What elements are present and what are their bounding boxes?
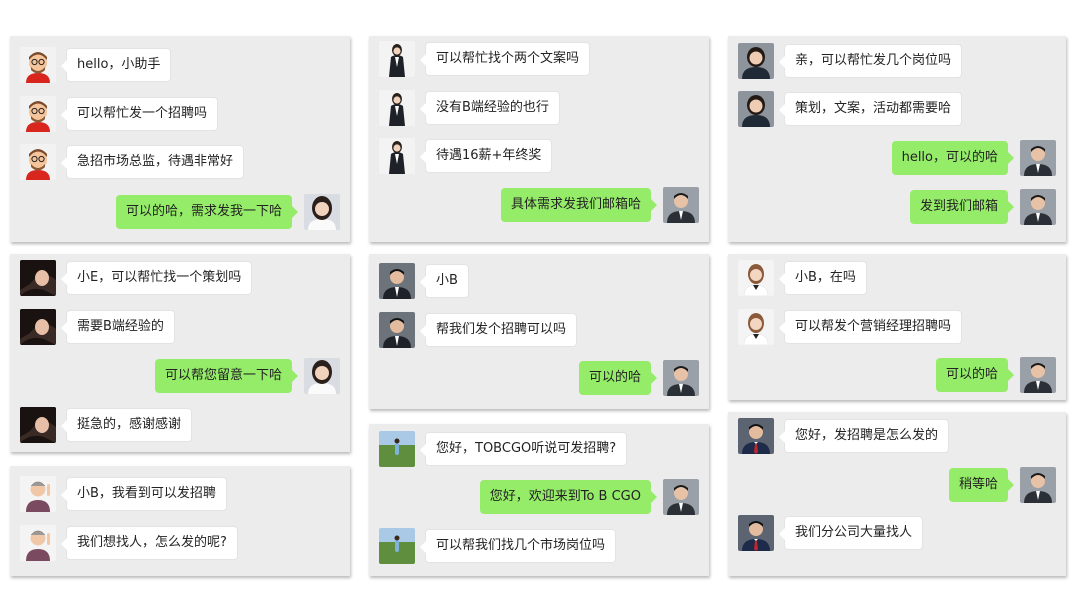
message-bubble[interactable]: 策划，文案，活动都需要哈 bbox=[778, 92, 963, 126]
message-row: 可以帮您留意一下哈 bbox=[10, 356, 350, 396]
message-row: 稍等哈 bbox=[728, 465, 1066, 505]
message-row: 策划，文案，活动都需要哈 bbox=[728, 89, 1066, 129]
man-suit-avatar bbox=[1020, 189, 1056, 225]
message-row: 小B，我看到可以发招聘 bbox=[10, 474, 350, 514]
message-row: 可以帮发个营销经理招聘吗 bbox=[728, 307, 1066, 347]
message-row: 可以的哈 bbox=[369, 358, 709, 398]
message-row: 小E，可以帮忙找一个策划吗 bbox=[10, 258, 350, 298]
message-row: 小B，在吗 bbox=[728, 258, 1066, 298]
message-bubble[interactable]: 稍等哈 bbox=[948, 468, 1015, 502]
message-bubble[interactable]: 可以帮忙找个两个文案吗 bbox=[419, 42, 591, 76]
message-row: 急招市场总监，待遇非常好 bbox=[10, 142, 350, 182]
man-red-tie-avatar bbox=[738, 418, 774, 454]
message-bubble[interactable]: 发到我们邮箱 bbox=[909, 190, 1015, 224]
message-row: 可以帮忙找个两个文案吗 bbox=[369, 39, 709, 79]
woman-suit-avatar bbox=[379, 41, 415, 77]
message-bubble[interactable]: 您好，发招聘是怎么发的 bbox=[778, 419, 950, 453]
message-bubble[interactable]: 没有B端经验的也行 bbox=[420, 91, 560, 125]
message-row: 亲，可以帮忙发几个岗位吗 bbox=[728, 41, 1066, 81]
man-suit-avatar bbox=[663, 479, 699, 515]
chat-panel-9: 您好，发招聘是怎么发的 稍等哈 我们分公司大量找人 bbox=[728, 412, 1066, 576]
message-bubble[interactable]: 亲，可以帮忙发几个岗位吗 bbox=[778, 44, 963, 78]
message-row: 您好，欢迎来到To B CGO bbox=[369, 477, 709, 517]
message-row: hello，可以的哈 bbox=[728, 138, 1066, 178]
message-row: 我们想找人，怎么发的呢? bbox=[10, 523, 350, 563]
message-bubble[interactable]: 可以帮忙发一个招聘吗 bbox=[60, 97, 219, 131]
message-bubble[interactable]: 可以的哈，需求发我一下哈 bbox=[115, 195, 299, 229]
message-bubble[interactable]: 可以帮发个营销经理招聘吗 bbox=[778, 310, 963, 344]
man-red-tie-avatar bbox=[738, 515, 774, 551]
man-suit-avatar bbox=[1020, 140, 1056, 176]
chat-panel-3: 亲，可以帮忙发几个岗位吗 策划，文案，活动都需要哈 hello，可以的哈 发到我… bbox=[728, 36, 1066, 242]
message-bubble[interactable]: 小B，我看到可以发招聘 bbox=[61, 477, 227, 511]
woman-white-blouse-avatar bbox=[738, 309, 774, 345]
chat-panel-7: 小B，我看到可以发招聘 我们想找人，怎么发的呢? bbox=[10, 466, 350, 576]
message-bubble[interactable]: 小B bbox=[420, 264, 469, 298]
woman-white-blouse-avatar bbox=[738, 260, 774, 296]
message-bubble[interactable]: 具体需求发我们邮箱哈 bbox=[500, 188, 658, 222]
message-bubble[interactable]: 可以帮我们找几个市场岗位吗 bbox=[419, 529, 617, 563]
message-bubble[interactable]: hello，可以的哈 bbox=[891, 141, 1015, 175]
message-row: 可以的哈，需求发我一下哈 bbox=[10, 192, 350, 232]
message-bubble[interactable]: 帮我们发个招聘可以吗 bbox=[419, 313, 578, 347]
message-row: 可以的哈 bbox=[728, 355, 1066, 395]
man-dark-suit-avatar bbox=[379, 312, 415, 348]
message-row: 发到我们邮箱 bbox=[728, 187, 1066, 227]
message-bubble[interactable]: 可以帮您留意一下哈 bbox=[154, 359, 299, 393]
cartoon-pointing-man-avatar bbox=[20, 476, 56, 512]
cartoon-man-avatar bbox=[20, 144, 56, 180]
woman-dark-suit-avatar bbox=[738, 43, 774, 79]
message-row: 挺急的，感谢感谢 bbox=[10, 405, 350, 445]
message-bubble[interactable]: 待遇16薪+年终奖 bbox=[419, 139, 553, 173]
message-row: 我们分公司大量找人 bbox=[728, 513, 1066, 553]
message-row: 您好，TOBCGO听说可发招聘? bbox=[369, 429, 709, 469]
message-bubble[interactable]: 您好，欢迎来到To B CGO bbox=[479, 480, 658, 514]
woman-suit-avatar bbox=[379, 138, 415, 174]
message-bubble[interactable]: 我们分公司大量找人 bbox=[778, 516, 924, 550]
message-bubble[interactable]: 可以的哈 bbox=[935, 358, 1015, 392]
man-suit-avatar bbox=[1020, 357, 1056, 393]
message-row: 待遇16薪+年终奖 bbox=[369, 136, 709, 176]
message-bubble[interactable]: 您好，TOBCGO听说可发招聘? bbox=[419, 432, 628, 466]
woman-white-shirt-avatar bbox=[304, 194, 340, 230]
message-bubble[interactable]: 可以的哈 bbox=[578, 361, 658, 395]
message-row: 需要B端经验的 bbox=[10, 307, 350, 347]
message-row: 可以帮忙发一个招聘吗 bbox=[10, 94, 350, 134]
message-bubble[interactable]: 小E，可以帮忙找一个策划吗 bbox=[60, 261, 253, 295]
woman-white-shirt-avatar bbox=[304, 358, 340, 394]
message-row: hello，小助手 bbox=[10, 45, 350, 85]
cartoon-man-avatar bbox=[20, 96, 56, 132]
man-suit-avatar bbox=[663, 187, 699, 223]
message-bubble[interactable]: 小B，在吗 bbox=[779, 261, 867, 295]
cartoon-man-avatar bbox=[20, 47, 56, 83]
woman-dark-hair-avatar bbox=[20, 260, 56, 296]
message-bubble[interactable]: hello，小助手 bbox=[60, 48, 172, 82]
man-suit-avatar bbox=[663, 360, 699, 396]
man-dark-suit-avatar bbox=[379, 263, 415, 299]
message-bubble[interactable]: 挺急的，感谢感谢 bbox=[60, 408, 193, 442]
girl-on-grass-avatar bbox=[379, 528, 415, 564]
chat-panel-2: 可以帮忙找个两个文案吗 没有B端经验的也行 待遇16薪+年终奖 具体需求发我们邮… bbox=[369, 36, 709, 242]
message-bubble[interactable]: 我们想找人，怎么发的呢? bbox=[61, 526, 238, 560]
message-row: 您好，发招聘是怎么发的 bbox=[728, 416, 1066, 456]
message-bubble[interactable]: 需要B端经验的 bbox=[61, 310, 175, 344]
chat-panel-1: hello，小助手 可以帮忙发一个招聘吗 急招市场总监，待遇非常好 可以的哈，需… bbox=[10, 36, 350, 242]
cartoon-pointing-man-avatar bbox=[20, 525, 56, 561]
message-row: 小B bbox=[369, 261, 709, 301]
woman-dark-hair-avatar bbox=[20, 309, 56, 345]
message-bubble[interactable]: 急招市场总监，待遇非常好 bbox=[60, 145, 245, 179]
man-suit-avatar bbox=[1020, 467, 1056, 503]
message-row: 可以帮我们找几个市场岗位吗 bbox=[369, 526, 709, 566]
chat-panel-5: 小B 帮我们发个招聘可以吗 可以的哈 bbox=[369, 254, 709, 409]
chat-panel-4: 小E，可以帮忙找一个策划吗 需要B端经验的 可以帮您留意一下哈 挺急的，感谢感谢 bbox=[10, 254, 350, 452]
message-row: 帮我们发个招聘可以吗 bbox=[369, 310, 709, 350]
chat-panel-6: 小B，在吗 可以帮发个营销经理招聘吗 可以的哈 bbox=[728, 254, 1066, 400]
girl-on-grass-avatar bbox=[379, 431, 415, 467]
chat-panel-8: 您好，TOBCGO听说可发招聘? 您好，欢迎来到To B CGO 可以帮我们找几… bbox=[369, 424, 709, 576]
woman-dark-suit-avatar bbox=[738, 91, 774, 127]
woman-suit-avatar bbox=[379, 90, 415, 126]
message-row: 具体需求发我们邮箱哈 bbox=[369, 185, 709, 225]
message-row: 没有B端经验的也行 bbox=[369, 88, 709, 128]
woman-dark-hair-avatar bbox=[20, 407, 56, 443]
